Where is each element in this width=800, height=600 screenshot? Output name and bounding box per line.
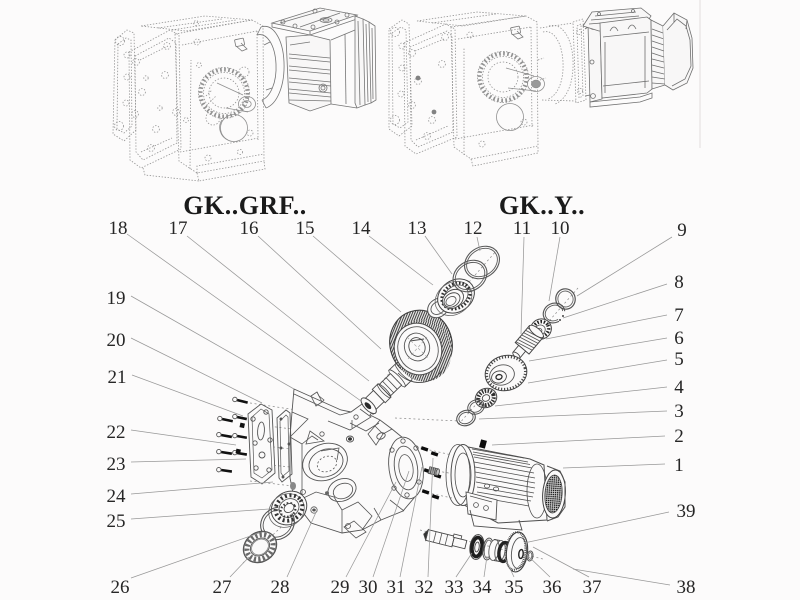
svg-text:39: 39 xyxy=(677,501,696,522)
svg-text:5: 5 xyxy=(674,349,684,370)
svg-text:7: 7 xyxy=(674,305,684,326)
svg-text:12: 12 xyxy=(464,218,483,239)
svg-text:31: 31 xyxy=(387,577,406,598)
svg-text:2: 2 xyxy=(674,426,684,447)
svg-text:20: 20 xyxy=(107,330,126,351)
svg-text:21: 21 xyxy=(108,367,127,388)
svg-text:11: 11 xyxy=(513,218,531,239)
svg-text:27: 27 xyxy=(213,577,232,598)
svg-text:37: 37 xyxy=(583,577,602,598)
svg-text:24: 24 xyxy=(107,486,127,507)
svg-text:22: 22 xyxy=(107,422,126,443)
svg-text:26: 26 xyxy=(111,577,130,598)
svg-text:19: 19 xyxy=(107,288,126,309)
svg-text:16: 16 xyxy=(240,218,259,239)
svg-text:32: 32 xyxy=(415,577,434,598)
svg-text:23: 23 xyxy=(107,454,126,475)
svg-text:4: 4 xyxy=(674,377,684,398)
svg-text:36: 36 xyxy=(543,577,562,598)
svg-text:29: 29 xyxy=(331,577,350,598)
svg-text:GK..GRF..: GK..GRF.. xyxy=(183,191,306,220)
svg-text:1: 1 xyxy=(674,455,684,476)
svg-text:33: 33 xyxy=(445,577,464,598)
svg-text:34: 34 xyxy=(473,577,493,598)
svg-text:18: 18 xyxy=(109,218,128,239)
svg-text:35: 35 xyxy=(505,577,524,598)
svg-text:14: 14 xyxy=(352,218,372,239)
svg-text:10: 10 xyxy=(551,218,570,239)
svg-text:38: 38 xyxy=(677,577,696,598)
svg-text:8: 8 xyxy=(674,272,684,293)
svg-text:9: 9 xyxy=(677,220,687,241)
svg-text:GK..Y..: GK..Y.. xyxy=(499,191,585,220)
svg-text:30: 30 xyxy=(359,577,378,598)
svg-text:28: 28 xyxy=(271,577,290,598)
svg-text:6: 6 xyxy=(674,328,684,349)
svg-text:13: 13 xyxy=(408,218,427,239)
svg-text:3: 3 xyxy=(674,401,684,422)
svg-text:15: 15 xyxy=(296,218,315,239)
svg-text:25: 25 xyxy=(107,511,126,532)
svg-text:17: 17 xyxy=(169,218,188,239)
